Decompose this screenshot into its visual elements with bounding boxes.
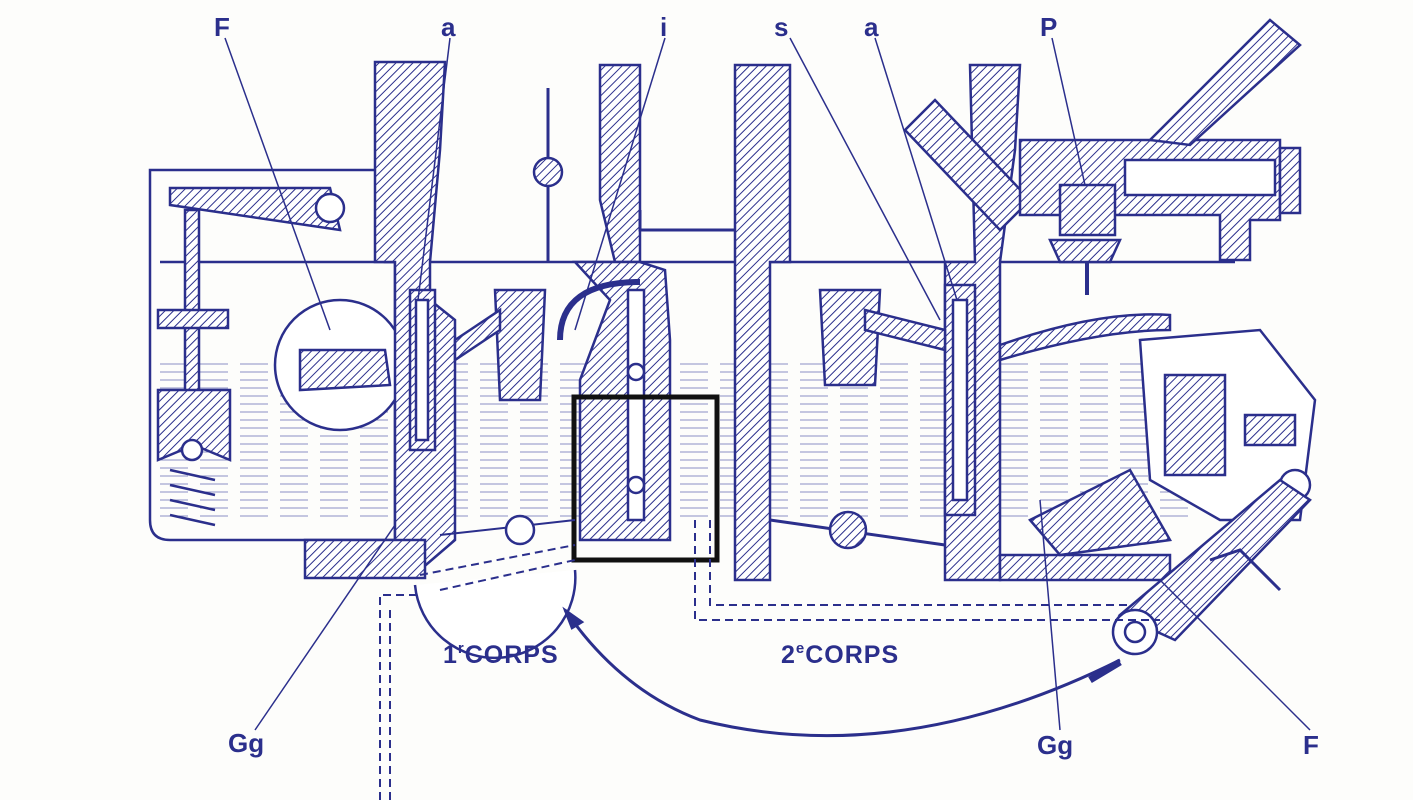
spring — [169, 468, 216, 527]
label-s: s — [774, 12, 789, 42]
label-f-top: F — [214, 12, 230, 42]
label-a-left: a — [441, 12, 456, 42]
label-gg-right: Gg — [1037, 730, 1074, 760]
label-i: i — [660, 12, 668, 42]
first-corps-word: CORPS — [464, 641, 559, 669]
second-corps-sup: e — [795, 640, 806, 657]
second-corps-word: CORPS — [805, 641, 900, 669]
label-a-right: a — [864, 12, 879, 42]
highlight-box — [571, 394, 720, 563]
label-p: P — [1040, 12, 1058, 42]
idle-jet-block — [572, 260, 672, 542]
label-f-bottom: F — [1303, 730, 1319, 760]
first-corps-sup: r — [457, 640, 465, 657]
second-corps-number: 2 — [781, 641, 796, 669]
label-first-corps: 1rCORPS — [443, 640, 559, 669]
label-second-corps: 2eCORPS — [781, 640, 900, 669]
first-corps-number: 1 — [443, 641, 458, 669]
label-gg-left: Gg — [228, 728, 265, 758]
